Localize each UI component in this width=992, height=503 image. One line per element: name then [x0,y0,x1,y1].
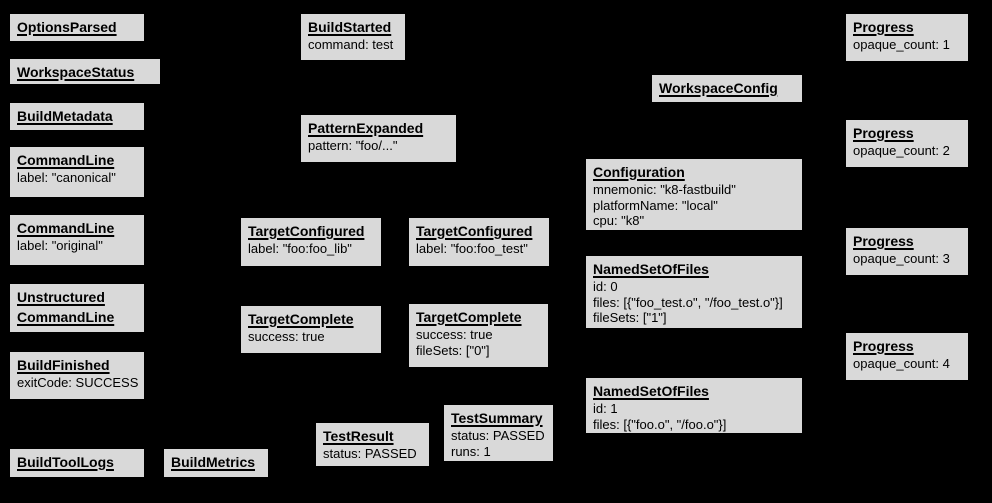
node-target-complete-foo-lib: TargetComplete success: true [240,305,382,354]
node-title: WorkspaceConfig [659,80,778,96]
node-build-started: BuildStarted command: test [300,13,406,61]
node-title: CommandLine [17,152,115,168]
node-title: Progress [853,125,914,141]
node-title: NamedSetOfFiles [593,261,709,277]
node-body: id: 1 files: [{"foo.o", "/foo.o"}] [593,401,727,432]
node-pattern-expanded: PatternExpanded pattern: "foo/..." [300,114,457,163]
node-options-parsed: OptionsParsed [9,13,145,42]
node-build-metadata: BuildMetadata [9,102,145,131]
node-body: mnemonic: "k8-fastbuild" platformName: "… [593,182,736,228]
node-body: exitCode: SUCCESS [17,375,139,390]
node-title: TestSummary [451,410,543,426]
node-title: TargetComplete [416,309,522,325]
node-title: OptionsParsed [17,19,117,35]
node-body: command: test [308,37,394,52]
node-body: id: 0 files: [{"foo_test.o", "/foo_test.… [593,279,783,325]
node-target-configured-foo-test: TargetConfigured label: "foo:foo_test" [408,217,550,267]
node-title: Unstructured CommandLine [17,289,115,325]
node-progress-1: Progress opaque_count: 1 [845,13,969,62]
node-title: BuildMetadata [17,108,113,124]
node-progress-2: Progress opaque_count: 2 [845,119,969,168]
node-progress-3: Progress opaque_count: 3 [845,227,969,276]
node-body: pattern: "foo/..." [308,138,398,153]
node-body: label: "foo:foo_lib" [248,241,352,256]
node-progress-4: Progress opaque_count: 4 [845,332,969,381]
node-build-tool-logs: BuildToolLogs [9,448,145,478]
node-title: WorkspaceStatus [17,64,135,80]
node-title: PatternExpanded [308,120,424,136]
node-title: BuildStarted [308,19,392,35]
node-title: TestResult [323,428,394,444]
node-command-line-original: CommandLine label: "original" [9,214,145,266]
node-target-complete-foo-test: TargetComplete success: true fileSets: [… [408,303,549,368]
node-body: opaque_count: 3 [853,251,950,266]
node-named-set-of-files-0: NamedSetOfFiles id: 0 files: [{"foo_test… [585,255,803,329]
node-workspace-status: WorkspaceStatus [9,58,161,85]
node-body: status: PASSED [323,446,417,461]
node-test-result: TestResult status: PASSED [315,422,430,467]
node-test-summary: TestSummary status: PASSED runs: 1 [442,403,555,463]
node-named-set-of-files-1: NamedSetOfFiles id: 1 files: [{"foo.o", … [585,377,803,434]
node-body: label: "original" [17,238,103,253]
node-unstructured-command-line: Unstructured CommandLine [9,283,145,333]
node-title: TargetConfigured [416,223,533,239]
node-body: success: true [248,329,325,344]
node-title: NamedSetOfFiles [593,383,709,399]
node-body: success: true fileSets: ["0"] [416,327,493,358]
node-configuration: Configuration mnemonic: "k8-fastbuild" p… [585,158,803,231]
node-title: Progress [853,233,914,249]
node-title: Configuration [593,164,685,180]
node-title: BuildToolLogs [17,454,114,470]
node-title: TargetConfigured [248,223,365,239]
node-body: label: "foo:foo_test" [416,241,528,256]
node-body: opaque_count: 4 [853,356,950,371]
node-body: opaque_count: 2 [853,143,950,158]
node-target-configured-foo-lib: TargetConfigured label: "foo:foo_lib" [240,217,382,267]
node-body: opaque_count: 1 [853,37,950,52]
node-title: BuildFinished [17,357,110,373]
node-body: status: PASSED runs: 1 [451,428,545,459]
node-build-metrics: BuildMetrics [163,448,269,478]
node-build-finished: BuildFinished exitCode: SUCCESS [9,351,145,400]
node-command-line-canonical: CommandLine label: "canonical" [9,146,145,198]
node-workspace-config: WorkspaceConfig [651,74,803,103]
node-body: label: "canonical" [17,170,116,185]
node-title: BuildMetrics [171,454,256,470]
node-title: TargetComplete [248,311,354,327]
node-title: Progress [853,338,914,354]
node-title: CommandLine [17,220,115,236]
node-title: Progress [853,19,914,35]
